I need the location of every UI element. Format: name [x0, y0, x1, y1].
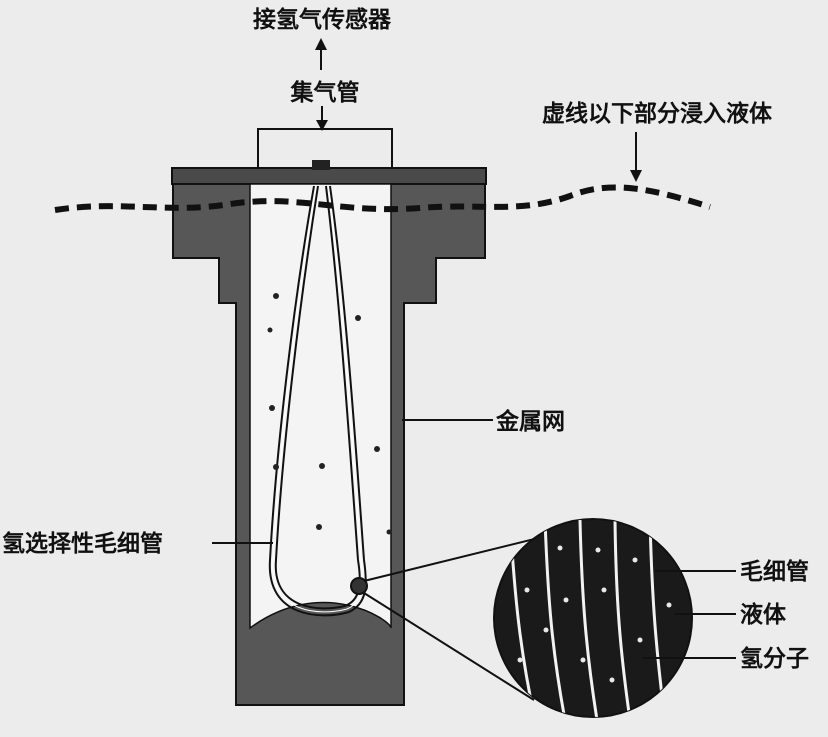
collector-bracket	[257, 128, 393, 168]
hydrogen-marks	[267, 293, 392, 535]
label-hydrogen-molecule: 氢分子	[740, 645, 809, 672]
housing-lid	[171, 167, 487, 185]
selective-capillary-loop	[268, 185, 367, 617]
sensor-arrow	[315, 38, 327, 70]
label-metal-mesh: 金属网	[495, 408, 565, 435]
immersion-dashed-line	[54, 184, 711, 213]
label-collector-tube: 集气管	[290, 79, 360, 106]
label-to-sensor: 接氢气传感器	[253, 6, 392, 33]
immersion-arrow	[630, 132, 642, 182]
magnifier-line-bottom	[363, 592, 535, 701]
label-immersion-note: 虚线以下部分浸入液体	[542, 100, 773, 127]
label-capillary: 毛细管	[740, 558, 809, 585]
label-selective-capillary: 氢选择性毛细管	[2, 530, 163, 557]
magnifier-source	[350, 577, 368, 595]
collector-arrow	[316, 106, 328, 131]
magnified-view	[493, 518, 693, 718]
collector-nozzle	[312, 160, 330, 170]
label-liquid: 液体	[740, 601, 787, 628]
